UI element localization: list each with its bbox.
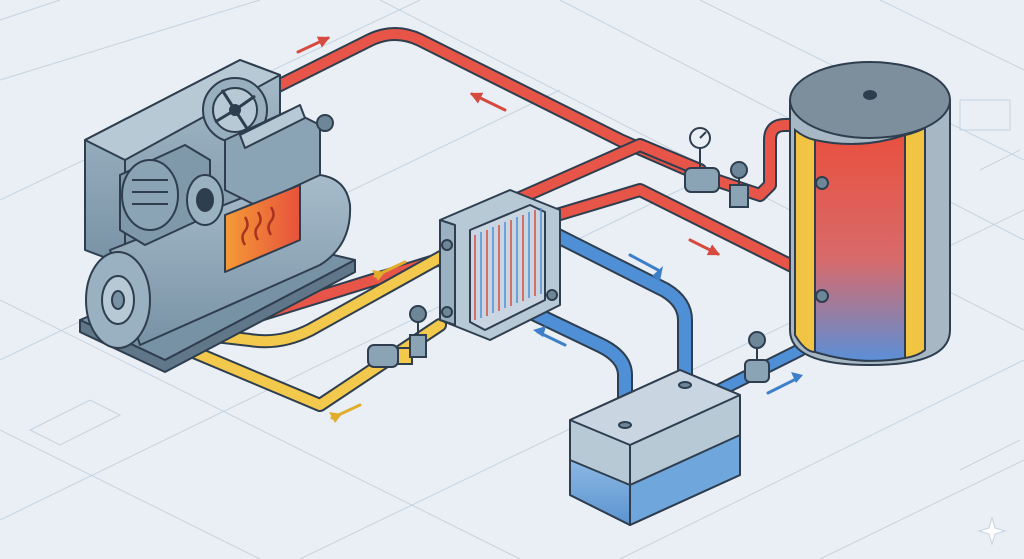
- valve-assembly-cold[interactable]: [744, 331, 770, 383]
- oil-return-pipe: [175, 247, 455, 347]
- cold-loop-pipe: [524, 216, 691, 391]
- storage-tank: [789, 61, 951, 367]
- air-compressor: [79, 59, 356, 373]
- gate-valve-icon[interactable]: [730, 161, 748, 179]
- cold-pipe-group: [477, 214, 807, 433]
- hot-exchanger-pipe: [465, 140, 705, 225]
- gate-valve-icon[interactable]: [409, 305, 427, 323]
- heat-window: [224, 184, 301, 273]
- heat-icon: [241, 206, 275, 246]
- gate-valve-icon[interactable]: [748, 331, 766, 349]
- valve-assembly-hot[interactable]: [684, 127, 749, 208]
- flow-arrows: [296, 36, 800, 420]
- plate-heat-exchanger: [439, 189, 561, 341]
- cold-water-reservoir: [569, 369, 741, 526]
- valve-assembly-oil[interactable]: [367, 305, 427, 368]
- sparkle-icon: [977, 516, 1007, 546]
- arrow-cold-to-tank: [766, 376, 800, 395]
- arrow-hot-return: [469, 92, 507, 112]
- arrow-cold-loop: [628, 253, 660, 272]
- exchanger-plates: [474, 208, 542, 320]
- arrow-hot-out: [296, 36, 331, 54]
- tank-water-cutaway: [814, 133, 906, 362]
- arrow-heads: [329, 266, 803, 423]
- motor: [119, 144, 224, 246]
- cold-feed-pipe: [479, 284, 631, 431]
- arrow-hot-to-tank: [688, 238, 721, 256]
- tank-insulation: [794, 127, 816, 354]
- compressor-head: [224, 104, 334, 206]
